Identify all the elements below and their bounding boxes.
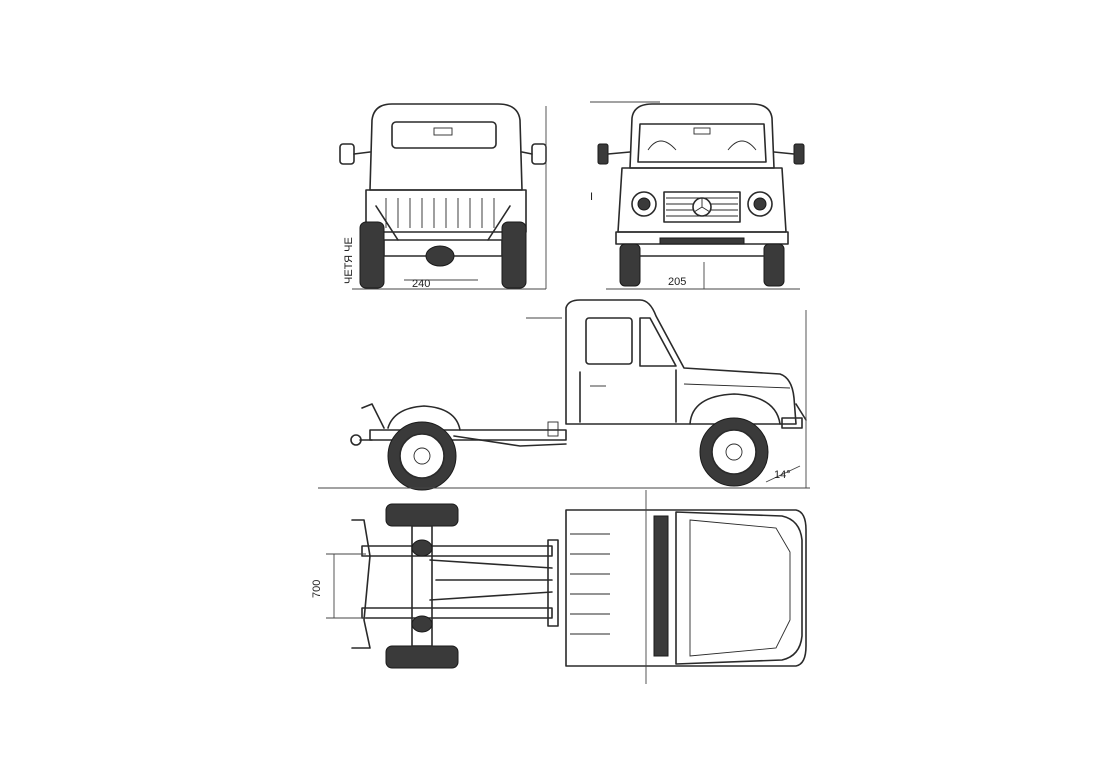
top-view: 700	[311, 487, 810, 684]
side-view: 14°	[318, 299, 810, 491]
frame-width-label: 700	[311, 580, 323, 598]
rear-height-label: ЧЕТЯ ЧЕ	[343, 237, 355, 284]
approach-angle-label: 14°	[774, 469, 791, 481]
rear-track-label: 240	[412, 278, 430, 290]
front-view: 205 I	[590, 101, 805, 290]
front-clearance-label: 205	[668, 276, 686, 288]
side-mark-label: I	[590, 191, 593, 203]
rear-view: 240 ЧЕТЯ ЧЕ	[339, 103, 547, 290]
